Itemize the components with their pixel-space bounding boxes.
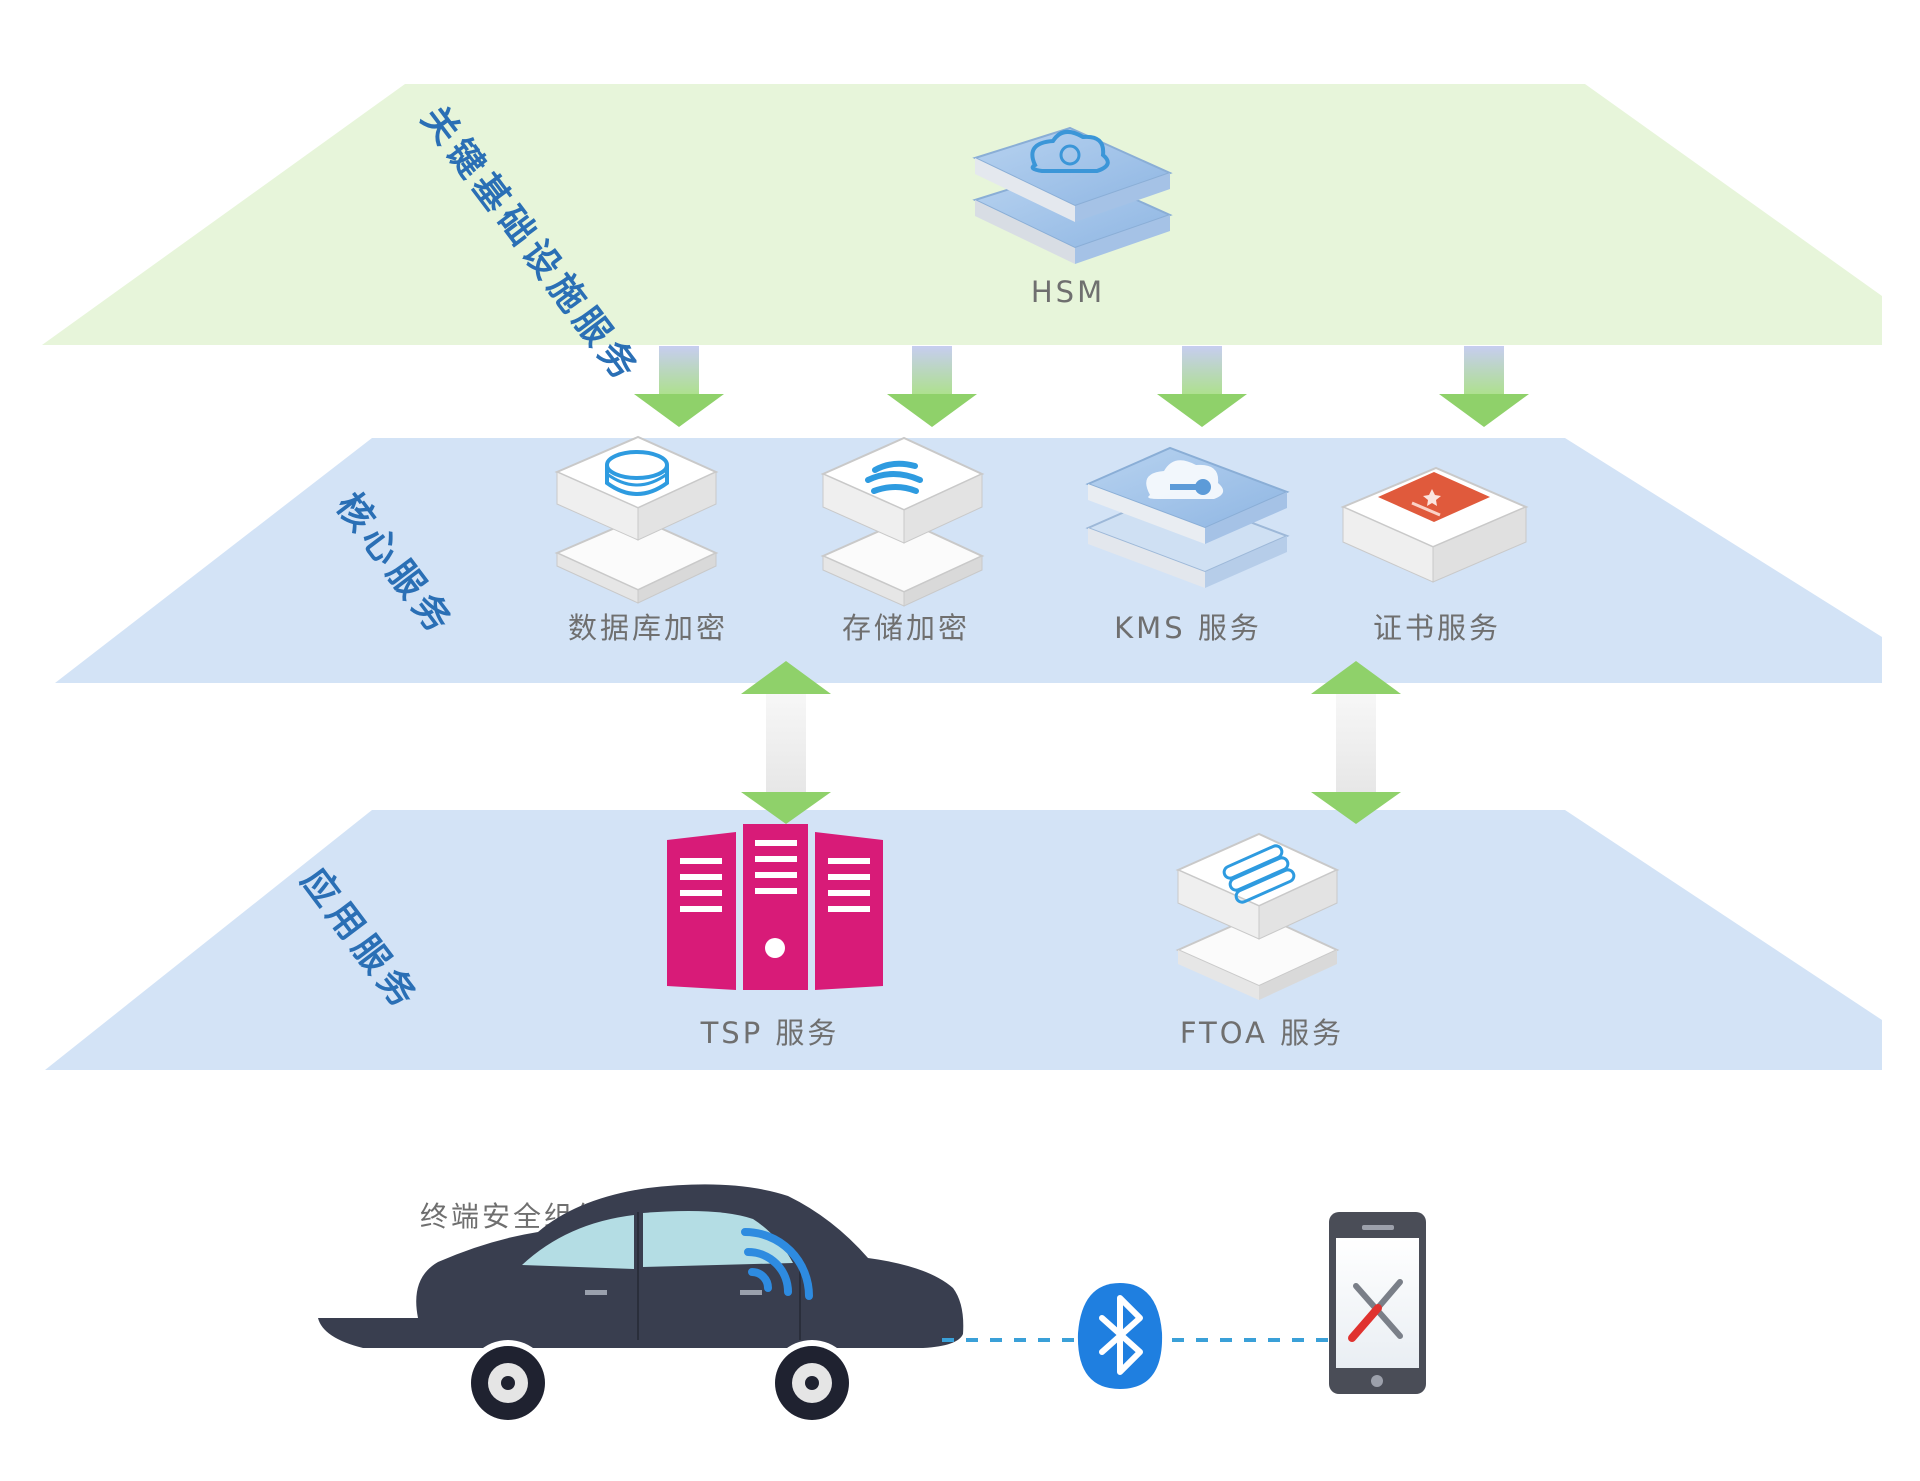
- layer-app-plane: [45, 810, 1882, 1070]
- tsp-label: TSP 服务: [700, 1016, 840, 1050]
- arrow-db-tsp-bidirectional: [741, 661, 831, 824]
- kms-label: KMS 服务: [1114, 611, 1262, 645]
- kms-service-icon: [1085, 446, 1290, 588]
- car-icon: [318, 1184, 964, 1426]
- bluetooth-icon: [1077, 1283, 1163, 1389]
- arrow-hsm-to-kms: [1157, 346, 1247, 427]
- db-encrypt-label: 数据库加密: [568, 611, 728, 645]
- arrow-hsm-to-storage: [887, 346, 977, 427]
- smartphone-icon: [1329, 1212, 1426, 1394]
- arrow-cert-ftoa-bidirectional: [1311, 661, 1401, 824]
- hsm-label: HSM: [1031, 275, 1105, 309]
- database-encryption-icon: [554, 435, 719, 604]
- arrow-hsm-to-cert: [1439, 346, 1529, 427]
- wifi-signal-icon: [741, 1228, 813, 1300]
- ftoa-service-icon: [1175, 832, 1340, 1000]
- layer-infra-plane: [42, 84, 1882, 345]
- storage-encrypt-label: 存储加密: [842, 611, 970, 645]
- certificate-service-icon: [1340, 466, 1529, 583]
- storage-encryption-icon: [820, 436, 985, 607]
- cert-label: 证书服务: [1373, 611, 1501, 645]
- arrow-hsm-to-db: [634, 346, 724, 427]
- hsm-device-icon: [972, 126, 1173, 264]
- ftoa-label: FTOA 服务: [1180, 1016, 1344, 1050]
- tsp-server-icon: [667, 824, 883, 990]
